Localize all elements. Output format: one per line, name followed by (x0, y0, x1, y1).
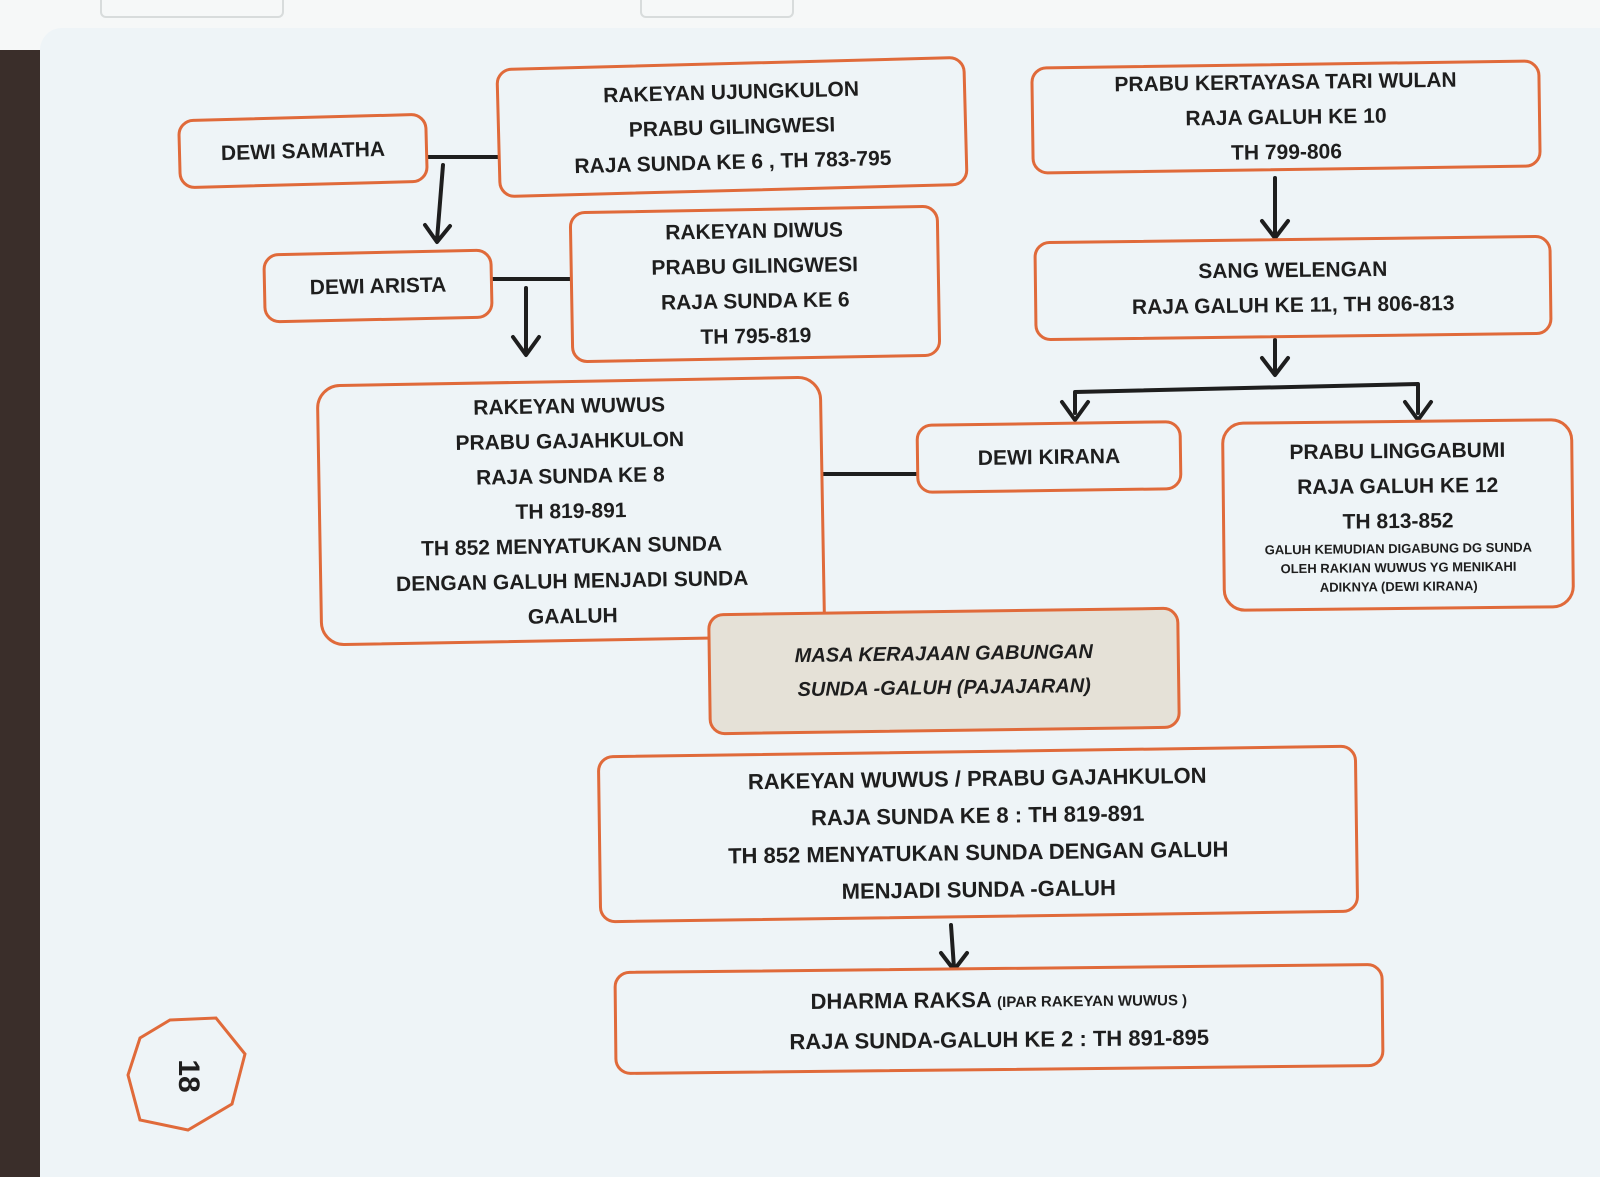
arrow-samatha-arista (423, 163, 452, 244)
box-text: DEWI KIRANA (977, 444, 1121, 470)
box-text: SANG WELENGAN (1198, 257, 1388, 284)
box-text: TH 852 MENYATUKAN SUNDA DENGAN GALUH (727, 836, 1229, 869)
box-text: DEWI ARISTA (309, 273, 447, 299)
box-text: RAKEYAN DIWUS (665, 218, 844, 245)
page-number-text: 18 (172, 1059, 205, 1093)
box-text: SUNDA -GALUH (PAJAJARAN) (797, 674, 1092, 702)
arrow-branch-kirana (1060, 400, 1090, 422)
box-ujungkulon: RAKEYAN UJUNGKULON PRABU GILINGWESI RAJA… (495, 55, 969, 199)
facing-page-tab (640, 0, 794, 18)
page-number-badge (126, 1016, 247, 1132)
box-text: TH 819-891 (515, 498, 627, 524)
box-text: PRABU GAJAHKULON (455, 427, 685, 455)
arrow-wuwus2-dharma (939, 923, 969, 972)
box-wuwus-summary: RAKEYAN WUWUS / PRABU GAJAHKULON RAJA SU… (596, 744, 1360, 924)
box-dewi-arista: DEWI ARISTA (262, 248, 494, 324)
box-linggabumi: PRABU LINGGABUMI RAJA GALUH KE 12 TH 813… (1221, 418, 1575, 612)
box-text: PRABU KERTAYASA TARI WULAN (1114, 68, 1457, 96)
branch-bar (1073, 382, 1420, 415)
box-wuwus: RAKEYAN WUWUS PRABU GAJAHKULON RAJA SUND… (315, 375, 827, 647)
box-text-line-1: DHARMA RAKSA (IPAR RAKEYAN WUWUS ) (810, 979, 1187, 1023)
arrow-welengan-branch (1260, 338, 1290, 377)
box-text: TH 795-819 (700, 324, 812, 349)
box-text: RAJA GALUH KE 10 (1185, 104, 1387, 130)
box-text: PRABU GILINGWESI (628, 112, 836, 142)
box-text: PRABU LINGGABUMI (1289, 438, 1506, 465)
box-text: DEWI SAMATHA (220, 137, 386, 165)
box-dharma-raksa: DHARMA RAKSA (IPAR RAKEYAN WUWUS ) RAJA … (613, 962, 1385, 1076)
box-text: DENGAN GALUH MENJADI SUNDA (395, 566, 749, 596)
dharma-raksa-note: (IPAR RAKEYAN WUWUS ) (997, 991, 1188, 1011)
box-text: RAKEYAN WUWUS (473, 392, 666, 420)
box-text: GAALUH (527, 603, 618, 629)
box-dewi-kirana: DEWI KIRANA (915, 420, 1183, 494)
arrow-kertayasa-welengan (1260, 176, 1290, 240)
box-dewi-samatha: DEWI SAMATHA (177, 112, 429, 190)
box-diwus: RAKEYAN DIWUS PRABU GILINGWESI RAJA SUND… (568, 204, 942, 364)
arrow-arista-wuwus (511, 286, 541, 357)
box-text: PRABU GILINGWESI (651, 253, 859, 280)
box-text: RAKEYAN WUWUS / PRABU GAJAHKULON (747, 762, 1207, 795)
box-text: TH 852 MENYATUKAN SUNDA (420, 531, 723, 561)
box-text: RAJA SUNDA KE 8 : TH 819-891 (810, 800, 1145, 831)
box-text: MASA KERAJAAN GABUNGAN (794, 640, 1093, 668)
box-welengan: SANG WELENGAN RAJA GALUH KE 11, TH 806-8… (1033, 234, 1553, 342)
box-text: TH 813-852 (1342, 509, 1454, 534)
box-masa-kerajaan: MASA KERAJAAN GABUNGAN SUNDA -GALUH (PAJ… (707, 606, 1181, 736)
box-note: OLEH RAKIAN WUWUS YG MENIKAHI (1280, 558, 1517, 577)
box-text: RAJA SUNDA KE 8 (475, 462, 665, 490)
page-number: 18 (128, 1020, 248, 1132)
facing-page-tab (100, 0, 284, 18)
box-text: MENJADI SUNDA -GALUH (841, 875, 1117, 904)
box-text: TH 799-806 (1230, 139, 1343, 165)
box-text: RAJA SUNDA-GALUH KE 2 : TH 891-895 (789, 1024, 1210, 1054)
box-kertayasa: PRABU KERTAYASA TARI WULAN RAJA GALUH KE… (1030, 59, 1542, 175)
dharma-raksa-name: DHARMA RAKSA (810, 986, 992, 1014)
box-text: RAJA GALUH KE 12 (1297, 473, 1499, 500)
box-note: ADIKNYA (DEWI KIRANA) (1319, 578, 1478, 595)
box-text: RAJA SUNDA KE 6 , TH 783-795 (574, 146, 892, 178)
box-text: RAJA SUNDA KE 6 (660, 288, 850, 315)
box-text: RAJA GALUH KE 11, TH 806-813 (1131, 292, 1455, 319)
